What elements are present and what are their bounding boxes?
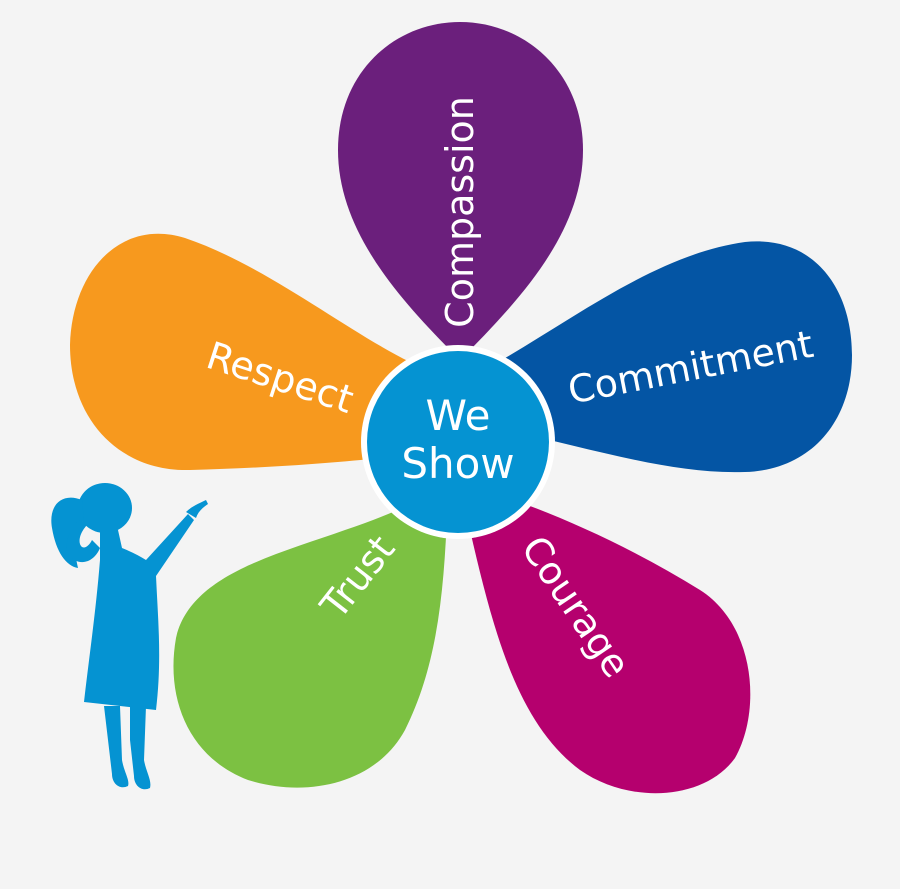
petal-commitment-shape [475, 241, 852, 473]
petal-compassion: Compassion [338, 22, 583, 360]
center-label-line2: Show [401, 439, 514, 488]
petal-courage-shape [465, 485, 751, 794]
petal-commitment: Commitment [475, 241, 852, 473]
girl-dress [84, 514, 194, 710]
petal-trust: Trust [173, 488, 448, 788]
petal-trust-shape [173, 488, 448, 788]
petal-compassion-label: Compassion [438, 96, 482, 328]
petal-courage: Courage [465, 485, 751, 794]
girl-raised-arm [66, 520, 100, 563]
petal-respect: Respect [70, 233, 410, 471]
center-circle: We Show [361, 345, 555, 539]
girl-head [78, 483, 132, 533]
girl-ponytail [51, 497, 84, 568]
center-circle-fill [367, 351, 549, 533]
petal-respect-shape [70, 233, 410, 471]
girl-legs [104, 706, 151, 790]
girl-pointing-hand [186, 500, 208, 518]
petal-compassion-shape [338, 22, 583, 360]
girl-silhouette-icon [51, 483, 208, 790]
center-label-line1: We [426, 391, 491, 440]
